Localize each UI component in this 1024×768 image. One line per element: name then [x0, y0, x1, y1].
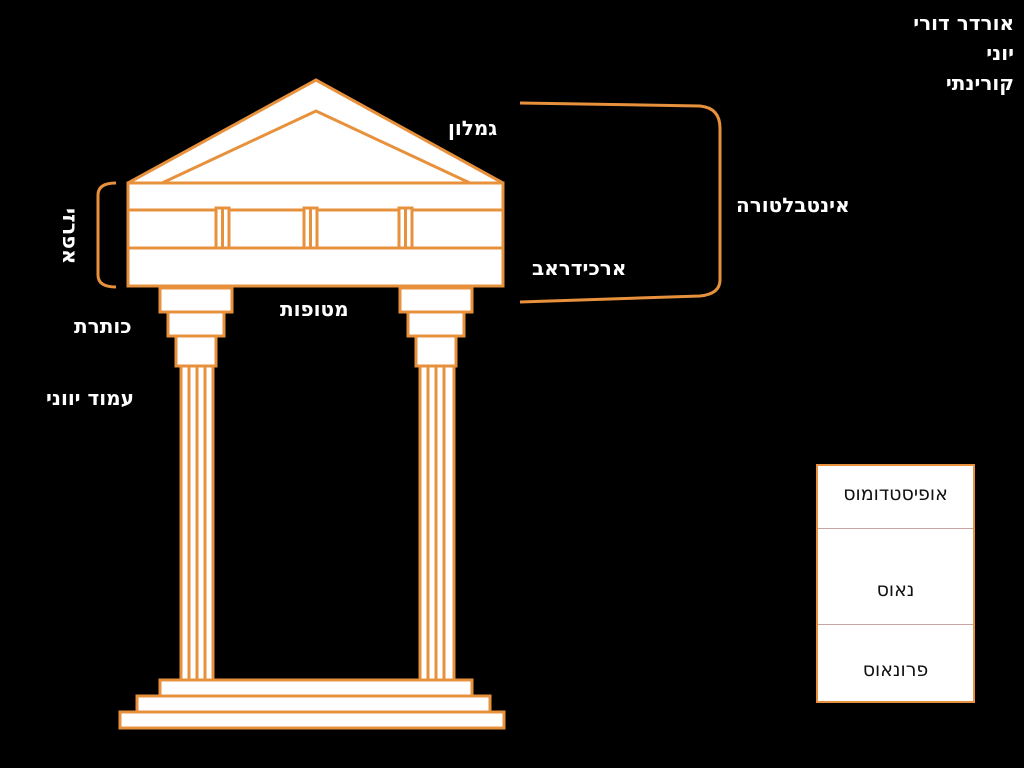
cornice-band: [126, 181, 505, 212]
metopes-label: מטופות: [280, 297, 349, 321]
right-column-shaft: [418, 364, 456, 682]
order-doric: אורדר דורי: [913, 11, 1014, 35]
left-capital: [158, 286, 234, 368]
left-column-shaft: [179, 364, 215, 682]
capital-label: כותרת: [74, 314, 132, 338]
plan-divider: [818, 528, 973, 529]
order-corinthian: קורינתי: [945, 71, 1014, 95]
plan-naos: נאוס: [876, 579, 915, 601]
plan-pronaos: פרונאוס: [862, 659, 929, 681]
frieze-label: אפרזי: [58, 208, 82, 265]
right-capital: [398, 286, 474, 368]
stylobate-steps: [118, 678, 506, 730]
plan-opisthodomos: אופיסטדומוס: [843, 483, 948, 505]
temple-plan: אופיסטדומוס נאוס פרונאוס: [816, 464, 975, 703]
frieze-bracket: [96, 181, 117, 289]
triglyphs: [214, 206, 414, 250]
entablature-bracket: [519, 101, 722, 304]
order-list: אורדר דורי יוני קורינתי: [913, 8, 1014, 98]
architrave-label: ארכידראב: [532, 256, 627, 280]
entablature-label: אינטבלטורה: [736, 193, 850, 217]
architrave-band: [126, 246, 505, 288]
ionic-column-label: עמוד יווני: [46, 386, 134, 410]
pediment-label: גמלון: [448, 116, 498, 140]
order-ionic: יוני: [986, 41, 1014, 65]
plan-divider: [818, 624, 973, 625]
